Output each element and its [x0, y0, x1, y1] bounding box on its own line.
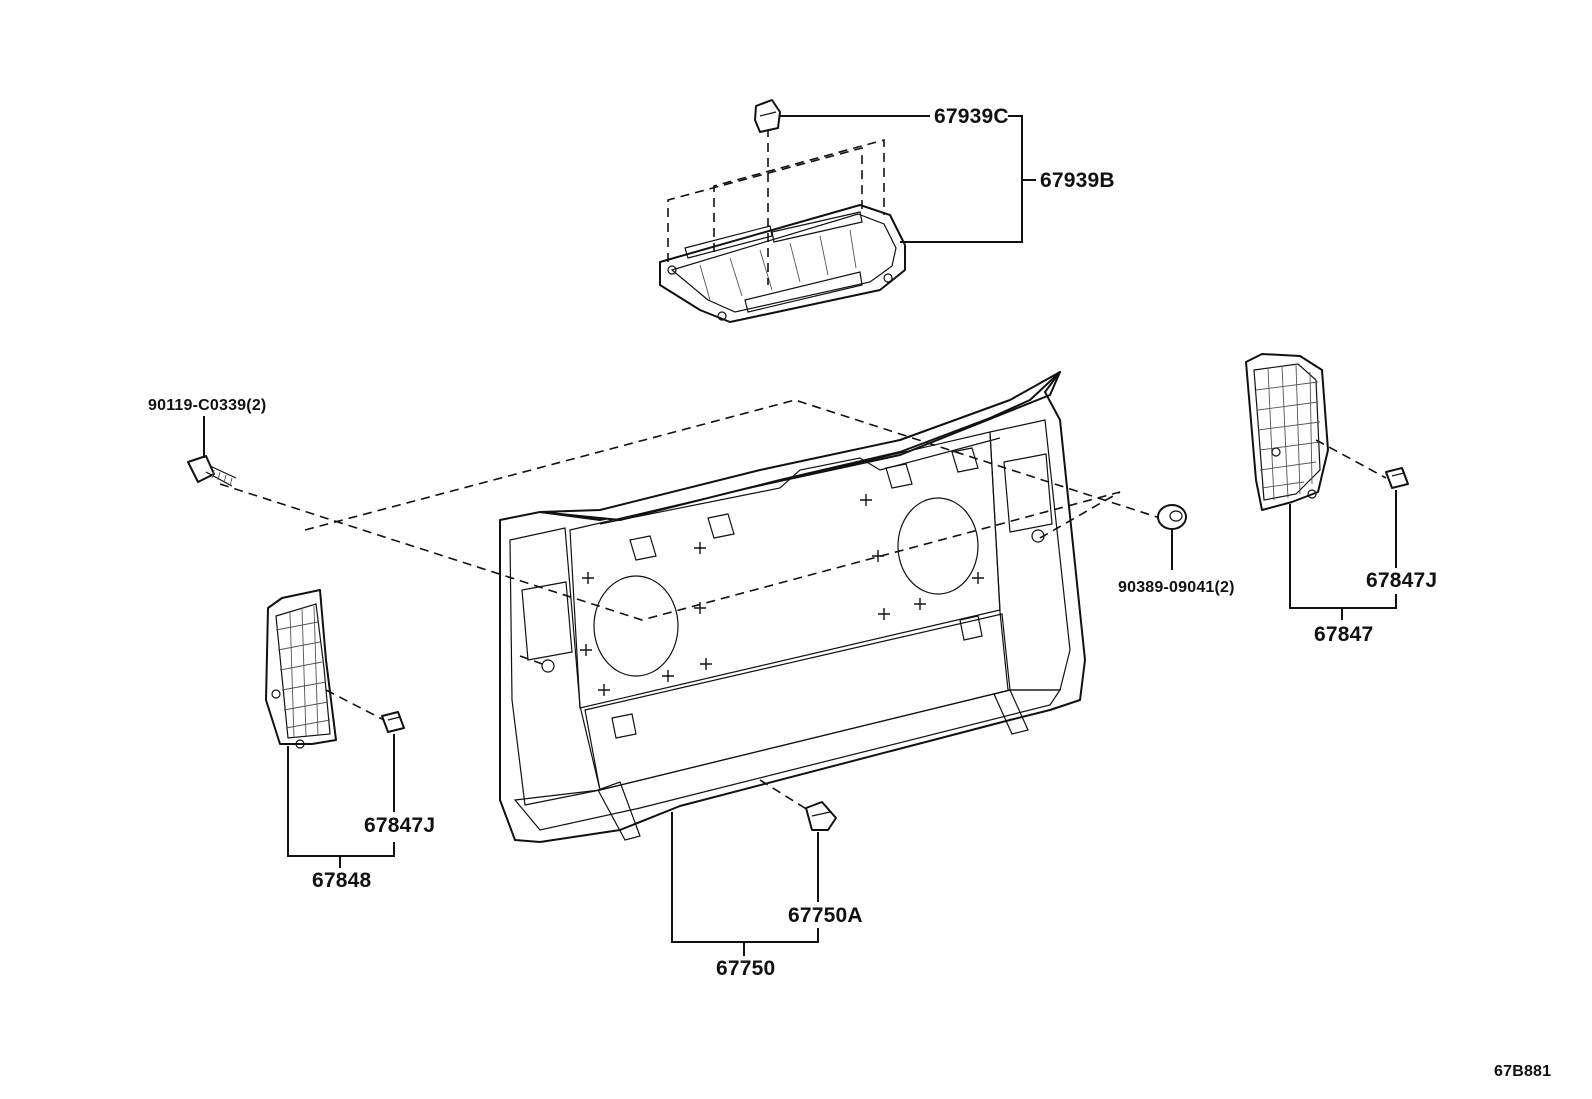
label-clip-top: 67939C — [934, 105, 1009, 128]
lamp-cover-guides — [667, 128, 885, 285]
clip-top-part — [754, 99, 781, 133]
clip-right-part — [1385, 467, 1409, 489]
left-clip-guide — [325, 689, 385, 721]
label-clip-right: 67847J — [1366, 569, 1437, 592]
label-cover-right: 67847 — [1314, 623, 1373, 646]
label-lamp-cover: 67939B — [1040, 169, 1115, 192]
board-guides — [219, 399, 1161, 811]
label-grommet: 90389-09041(2) — [1118, 579, 1235, 596]
grommet-part — [1157, 504, 1187, 530]
right-clip-guide — [1315, 439, 1387, 479]
label-clip-bottom: 67750A — [788, 904, 863, 927]
label-board: 67750 — [716, 957, 775, 980]
label-screw: 90119-C0339(2) — [148, 397, 266, 414]
leader-cover-left — [287, 746, 395, 868]
label-clip-left: 67847J — [364, 814, 435, 837]
clip-bottom-part — [805, 801, 837, 831]
lamp-cover-part — [659, 204, 906, 323]
back-door-board-part — [499, 371, 1086, 843]
label-cover-left: 67848 — [312, 869, 372, 892]
diagram-code: 67B881 — [1494, 1063, 1551, 1080]
leader-board — [671, 812, 819, 956]
clip-left-part — [381, 711, 405, 733]
leader-cover-right — [1289, 504, 1397, 620]
leader-lamp-cover — [900, 115, 1036, 243]
cover-left-part — [265, 589, 337, 749]
cover-right-part — [1245, 353, 1329, 511]
screw-part — [187, 455, 237, 487]
